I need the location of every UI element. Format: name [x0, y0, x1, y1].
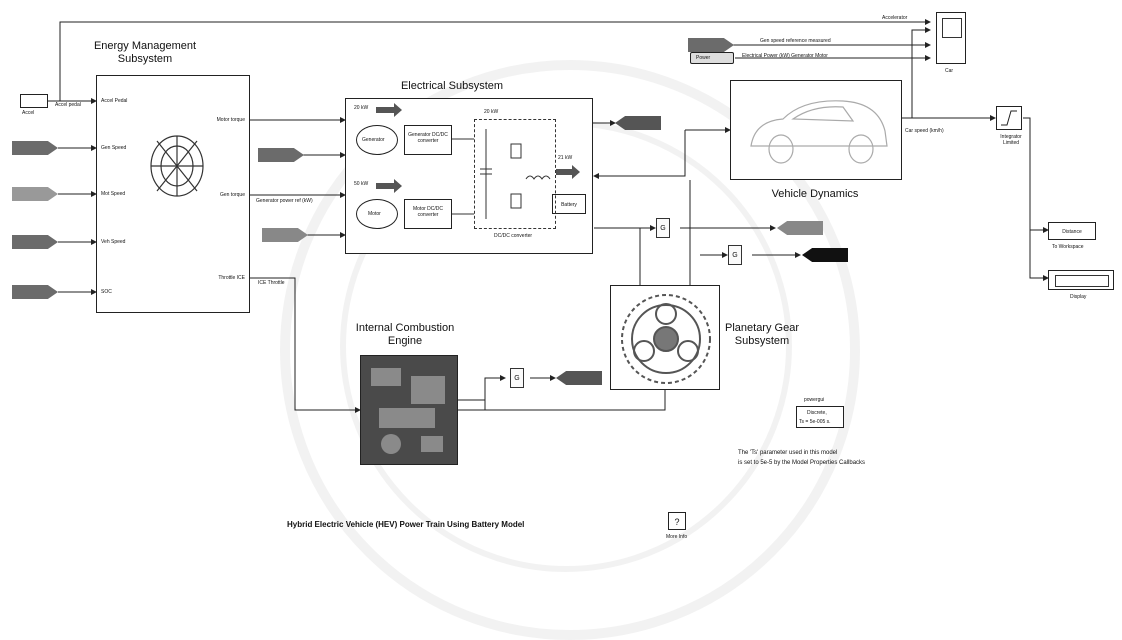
car-scope-label: Car [945, 68, 953, 74]
vehicle-dynamics-title: Vehicle Dynamics [760, 188, 870, 201]
display-label: Display [1070, 294, 1086, 300]
integrator-label: Integrator Limited [994, 134, 1028, 146]
ems-in-gen-speed: Gen Speed [101, 145, 126, 151]
engine-icon [361, 356, 457, 464]
gain-block-2[interactable]: G [728, 245, 742, 265]
internal-combustion-engine[interactable] [360, 355, 458, 465]
ems-in-veh-speed: Veh Speed [101, 239, 125, 245]
more-info-label: More Info [666, 534, 687, 540]
gain-block-1[interactable]: G [656, 218, 670, 238]
gen-ref-wire-label: Gen speed reference measured [760, 38, 831, 44]
display-screen [1055, 275, 1109, 287]
ems-in-accel: Accel Pedal [101, 98, 127, 104]
ts-note-line1: The 'Ts' parameter used in this model [738, 450, 837, 456]
gen-power-ref-wire-label: Generator power ref (kW) [256, 198, 313, 204]
model-caption: Hybrid Electric Vehicle (HEV) Power Trai… [287, 520, 524, 529]
distance-block[interactable]: Distance [1048, 222, 1096, 240]
car-speed-label: Car speed (km/h) [905, 128, 944, 134]
powergui-top-label: powergui [804, 397, 824, 403]
ems-in-mot-speed: Mot Speed [101, 191, 125, 197]
ems-out-motor-torque: Motor torque [217, 117, 245, 123]
gear-icon [616, 289, 716, 389]
ems-in-soc: SOC [101, 289, 112, 295]
accel-label: Accel [22, 110, 34, 116]
powergui-line1: Discrete, [807, 410, 827, 416]
ems-logo-icon [147, 131, 207, 201]
ice-throttle-wire-label: ICE Throttle [258, 280, 285, 286]
planetary-gear-title: Planetary Gear Subsystem [722, 322, 802, 348]
accel-pedal-wire-label: Accel pedal [55, 102, 81, 108]
ts-note-line2: is set to 5e-5 by the Model Properties C… [738, 460, 865, 466]
ems-out-gen-torque: Gen torque [220, 192, 245, 198]
electrical-internals [346, 99, 594, 255]
energy-management-subsystem[interactable]: Accel Pedal Gen Speed Mot Speed Veh Spee… [96, 75, 250, 313]
integrator-icon [997, 107, 1021, 129]
power-inport-label: Power [696, 55, 710, 61]
gain-block-3[interactable]: G [510, 368, 524, 388]
electrical-subsystem[interactable]: Generator Generator DC/DC converter Moto… [345, 98, 593, 254]
integrator-limited-block[interactable] [996, 106, 1022, 130]
power-line-wire-label: Electrical Power (kW) Generator Motor [742, 53, 828, 59]
display-block[interactable] [1048, 270, 1114, 290]
accel-block[interactable] [20, 94, 48, 108]
to-workspace-label: To Workspace [1052, 244, 1084, 250]
accelerator-wire-label: Accelerator [882, 15, 907, 21]
powergui-line2: Ts = 5e-005 s. [799, 419, 831, 425]
vehicle-dynamics-block[interactable] [730, 80, 902, 180]
electrical-title: Electrical Subsystem [392, 80, 512, 93]
powergui-block[interactable]: Discrete, Ts = 5e-005 s. [796, 406, 844, 428]
ems-title: Energy Management Subsystem [85, 40, 205, 66]
car-icon [743, 91, 893, 171]
planetary-gear-subsystem[interactable] [610, 285, 720, 390]
scope-screen [942, 18, 962, 38]
ice-title: Internal Combustion Engine [350, 322, 460, 348]
car-scope-block[interactable] [936, 12, 966, 64]
more-info-button[interactable]: ? [668, 512, 686, 530]
ems-out-throttle: Throttle ICE [218, 275, 245, 281]
